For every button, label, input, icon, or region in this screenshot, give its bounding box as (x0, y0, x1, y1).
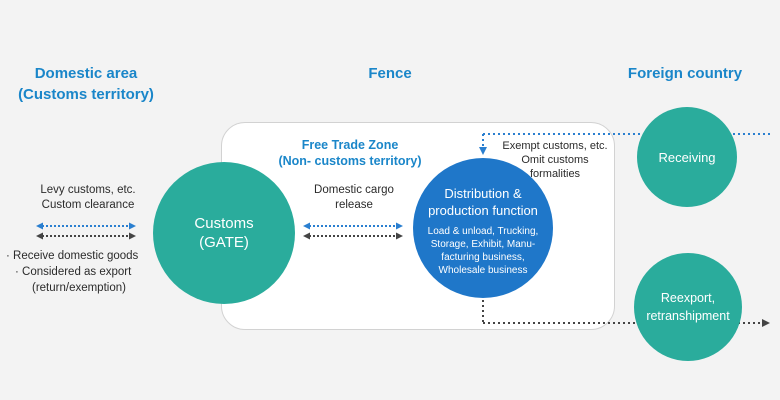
reexport-circle: Reexport, retranshipment (634, 253, 742, 361)
export-bullets: · Receive domestic goods · Considered as… (6, 248, 166, 296)
exempt-customs-text: Exempt customs, etc. (502, 140, 608, 152)
customs-gate-circle: Customs (GATE) (153, 162, 295, 304)
retranshipment-label: retranshipment (646, 309, 730, 323)
formalities-text: formalities (529, 168, 581, 180)
levy-customs-arrow (36, 222, 136, 240)
production-function-title: production function (428, 203, 538, 218)
free-trade-zone-subtitle: (Non- customs territory) (278, 154, 422, 168)
levy-customs-text: Levy customs, etc. (40, 184, 136, 196)
domestic-cargo-note: Domestic cargo release (290, 183, 418, 213)
omit-customs-text: Omit customs (521, 154, 589, 166)
distribution-desc-4: Wholesale business (438, 265, 528, 276)
customs-label: Customs (194, 215, 254, 232)
bullet-receive-domestic-goods: · Receive domestic goods (6, 250, 139, 262)
domestic-cargo-text: Domestic cargo (314, 184, 394, 196)
free-trade-zone-label: Free Trade Zone (Non- customs territory) (255, 137, 445, 169)
gate-label: (GATE) (199, 234, 249, 251)
custom-clearance-text: Custom clearance (41, 199, 135, 211)
reexport-label: Reexport, (660, 291, 716, 305)
distribution-desc-3: facturing business, (441, 252, 525, 263)
domestic-area-header: Domestic area (Customs territory) (0, 63, 172, 105)
bullet-return-exemption: (return/exemption) (32, 282, 126, 294)
foreign-country-header: Foreign country (627, 65, 743, 82)
receiving-inflow-line (479, 133, 772, 155)
distribution-desc-1: Load & unload, Trucking, (427, 226, 539, 237)
domestic-cargo-arrow (303, 222, 403, 240)
distribution-desc-2: Storage, Exhibit, Manu- (430, 239, 536, 250)
receiving-circle: Receiving (637, 107, 737, 207)
receiving-label: Receiving (658, 149, 716, 165)
distribution-title: Distribution & (444, 186, 522, 201)
domestic-area-title: Domestic area (34, 65, 138, 82)
release-text: release (335, 199, 373, 211)
domestic-area-subtitle: (Customs territory) (18, 86, 154, 103)
levy-customs-note: Levy customs, etc. Custom clearance (18, 183, 158, 213)
distribution-production-circle: Distribution & production function Load … (413, 158, 553, 298)
exempt-customs-note: Exempt customs, etc. Omit customs formal… (490, 139, 620, 181)
fence-header: Fence (368, 65, 412, 82)
free-trade-zone-title: Free Trade Zone (301, 138, 399, 152)
bullet-considered-export: · Considered as export (15, 266, 132, 278)
